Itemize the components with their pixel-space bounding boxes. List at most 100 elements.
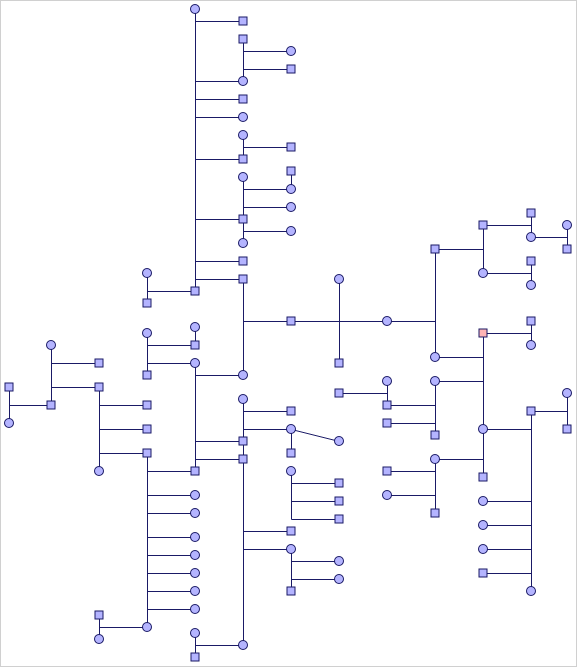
circle-node[interactable] (238, 76, 248, 86)
square-node[interactable] (46, 400, 56, 410)
square-node[interactable] (562, 424, 572, 434)
square-node[interactable] (526, 316, 536, 326)
root-node[interactable] (478, 328, 488, 338)
square-node[interactable] (94, 382, 104, 392)
circle-node[interactable] (286, 424, 296, 434)
square-node[interactable] (382, 418, 392, 428)
circle-node[interactable] (190, 586, 200, 596)
square-node[interactable] (190, 286, 200, 296)
square-node[interactable] (430, 508, 440, 518)
circle-node[interactable] (562, 220, 572, 230)
square-node[interactable] (526, 406, 536, 416)
square-node[interactable] (238, 256, 248, 266)
circle-node[interactable] (334, 436, 344, 446)
square-node[interactable] (142, 298, 152, 308)
circle-node[interactable] (94, 634, 104, 644)
circle-node[interactable] (286, 184, 296, 194)
square-node[interactable] (334, 388, 344, 398)
circle-node[interactable] (238, 640, 248, 650)
square-node[interactable] (238, 16, 248, 26)
circle-node[interactable] (46, 340, 56, 350)
circle-node[interactable] (478, 496, 488, 506)
square-node[interactable] (286, 448, 296, 458)
square-node[interactable] (382, 400, 392, 410)
circle-node[interactable] (238, 394, 248, 404)
circle-node[interactable] (334, 274, 344, 284)
circle-node[interactable] (478, 268, 488, 278)
square-node[interactable] (430, 430, 440, 440)
circle-node[interactable] (526, 340, 536, 350)
square-node[interactable] (238, 436, 248, 446)
circle-node[interactable] (382, 376, 392, 386)
square-node[interactable] (430, 244, 440, 254)
circle-node[interactable] (286, 202, 296, 212)
square-node[interactable] (238, 274, 248, 284)
circle-node[interactable] (190, 358, 200, 368)
square-node[interactable] (334, 496, 344, 506)
circle-node[interactable] (286, 46, 296, 56)
square-node[interactable] (190, 652, 200, 662)
square-node[interactable] (526, 256, 536, 266)
circle-node[interactable] (562, 388, 572, 398)
square-node[interactable] (286, 142, 296, 152)
circle-node[interactable] (142, 328, 152, 338)
circle-node[interactable] (190, 322, 200, 332)
circle-node[interactable] (478, 544, 488, 554)
circle-node[interactable] (334, 574, 344, 584)
circle-node[interactable] (478, 520, 488, 530)
square-node[interactable] (478, 472, 488, 482)
square-node[interactable] (478, 220, 488, 230)
circle-node[interactable] (478, 424, 488, 434)
circle-node[interactable] (382, 490, 392, 500)
circle-node[interactable] (382, 316, 392, 326)
square-node[interactable] (190, 340, 200, 350)
circle-node[interactable] (430, 454, 440, 464)
circle-node[interactable] (4, 418, 14, 428)
square-node[interactable] (382, 466, 392, 476)
square-node[interactable] (286, 586, 296, 596)
square-node[interactable] (142, 424, 152, 434)
square-node[interactable] (334, 514, 344, 524)
circle-node[interactable] (142, 268, 152, 278)
square-node[interactable] (142, 370, 152, 380)
square-node[interactable] (238, 34, 248, 44)
square-node[interactable] (94, 610, 104, 620)
circle-node[interactable] (190, 628, 200, 638)
circle-node[interactable] (526, 586, 536, 596)
circle-node[interactable] (190, 550, 200, 560)
circle-node[interactable] (190, 604, 200, 614)
square-node[interactable] (286, 64, 296, 74)
circle-node[interactable] (286, 226, 296, 236)
circle-node[interactable] (94, 466, 104, 476)
square-node[interactable] (286, 166, 296, 176)
circle-node[interactable] (238, 238, 248, 248)
square-node[interactable] (562, 244, 572, 254)
circle-node[interactable] (190, 490, 200, 500)
square-node[interactable] (4, 382, 14, 392)
circle-node[interactable] (190, 532, 200, 542)
circle-node[interactable] (334, 556, 344, 566)
circle-node[interactable] (238, 370, 248, 380)
square-node[interactable] (334, 478, 344, 488)
square-node[interactable] (286, 526, 296, 536)
circle-node[interactable] (238, 130, 248, 140)
circle-node[interactable] (190, 4, 200, 14)
circle-node[interactable] (526, 280, 536, 290)
circle-node[interactable] (238, 172, 248, 182)
circle-node[interactable] (286, 466, 296, 476)
square-node[interactable] (238, 454, 248, 464)
circle-node[interactable] (526, 232, 536, 242)
circle-node[interactable] (142, 622, 152, 632)
square-node[interactable] (142, 400, 152, 410)
circle-node[interactable] (190, 508, 200, 518)
square-node[interactable] (142, 448, 152, 458)
square-node[interactable] (94, 358, 104, 368)
square-node[interactable] (286, 406, 296, 416)
square-node[interactable] (238, 154, 248, 164)
circle-node[interactable] (190, 568, 200, 578)
circle-node[interactable] (430, 376, 440, 386)
square-node[interactable] (334, 358, 344, 368)
circle-node[interactable] (430, 352, 440, 362)
square-node[interactable] (526, 208, 536, 218)
square-node[interactable] (238, 94, 248, 104)
